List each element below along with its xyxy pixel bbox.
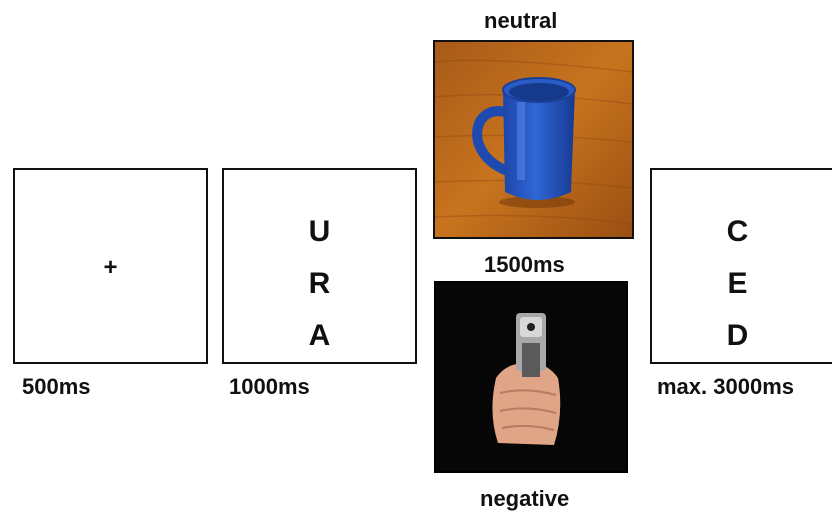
- mug-icon: [435, 42, 632, 237]
- letter-1: U: [308, 215, 331, 248]
- letter-3: A: [308, 319, 331, 352]
- letter-array-panel: U R A: [222, 168, 417, 364]
- negative-image: [434, 281, 628, 473]
- response-panel: C E D: [650, 168, 832, 364]
- response-duration: max. 3000ms: [657, 374, 794, 399]
- fixation-panel: +: [13, 168, 208, 364]
- probe-letter-1: C: [726, 215, 749, 248]
- probe-letter-stack: C E D: [652, 206, 823, 362]
- neutral-image: [433, 40, 634, 239]
- image-duration: 1500ms: [484, 252, 565, 277]
- probe-letter-2: E: [727, 267, 748, 300]
- neutral-label: neutral: [484, 8, 558, 33]
- fixation-duration: 500ms: [22, 374, 91, 399]
- probe-letter-3: D: [726, 319, 749, 352]
- letter-array-duration: 1000ms: [229, 374, 310, 399]
- fixation-cross: +: [103, 254, 118, 281]
- letter-2: R: [308, 267, 331, 300]
- negative-label: negative: [480, 486, 570, 511]
- gun-icon: [436, 283, 626, 471]
- letter-stack: U R A: [224, 206, 415, 362]
